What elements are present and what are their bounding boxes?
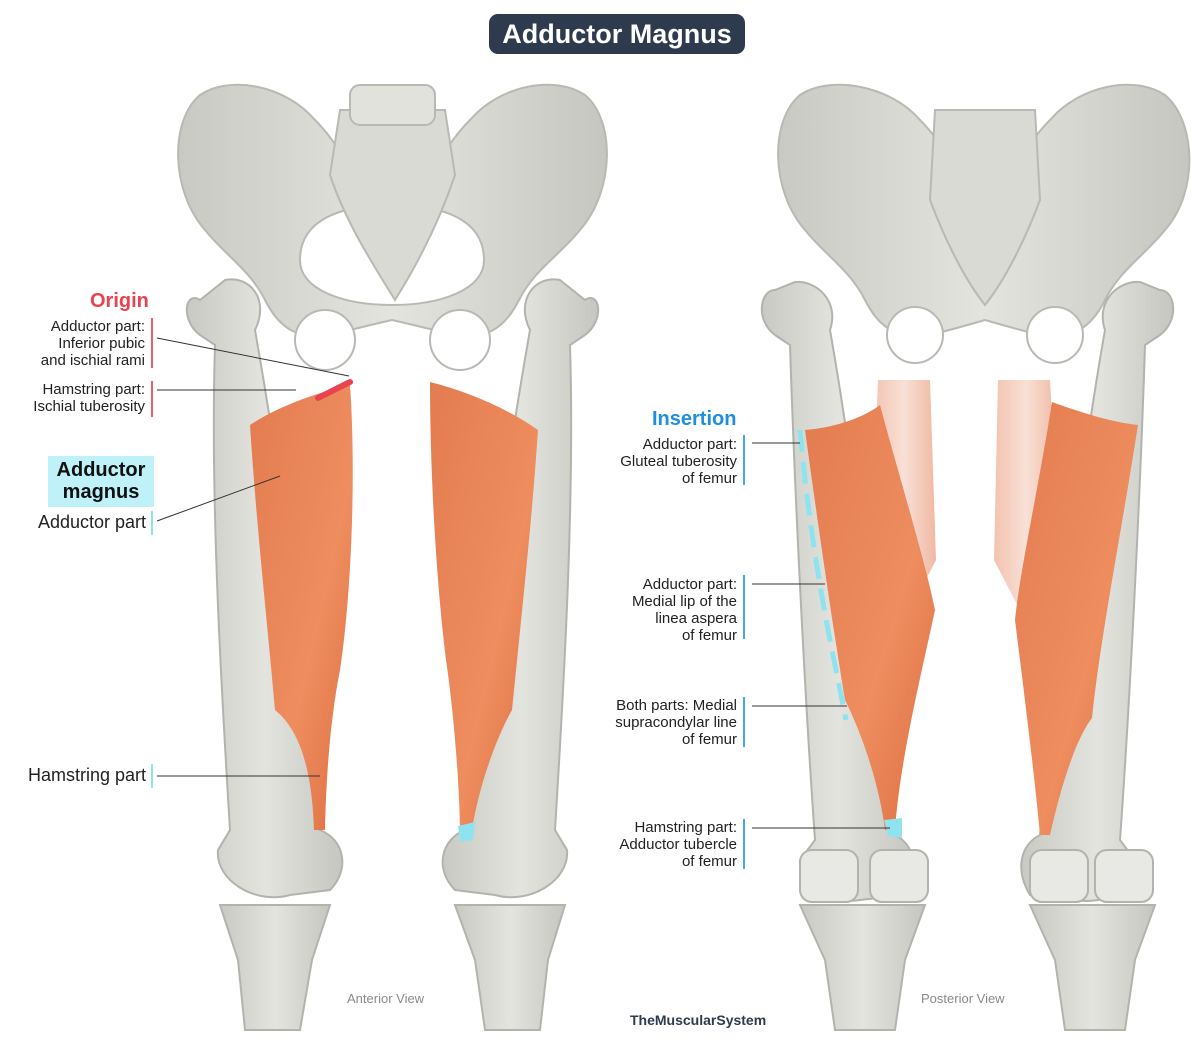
insertion-item-3: Both parts: Medial supracondylar line of… (615, 697, 737, 748)
brand-logo: TheMuscularSystem (630, 1012, 767, 1028)
insertion-item-2: Adductor part: Medial lip of the linea a… (631, 576, 737, 644)
insertion-bar-2 (743, 575, 745, 639)
hamstring-part-bar (151, 764, 153, 788)
origin-heading: Origin (90, 290, 149, 312)
obturator-foramen-left (294, 309, 356, 371)
insertion-heading: Insertion (652, 408, 737, 430)
origin-adductor-part-label: Adductor part: Inferior pubic and ischia… (40, 318, 145, 369)
muscle-name-text: Adductor magnus (56, 459, 146, 503)
condyle-posterior-4 (1094, 849, 1154, 903)
page-title: Adductor Magnus (489, 14, 745, 54)
lumbar-vertebra (349, 84, 436, 126)
insertion-bar-3 (743, 697, 745, 747)
insertion-line-linea-aspera (797, 429, 849, 721)
condyle-posterior-2 (869, 849, 929, 903)
adductor-magnus-posterior-right (1015, 402, 1138, 835)
insertion-bar-1 (743, 435, 745, 485)
muscle-name-label: Adductor magnus (48, 456, 154, 507)
condyle-posterior-1 (799, 849, 859, 903)
tibia-posterior-left (798, 904, 927, 1031)
posterior-view-caption: Posterior View (921, 991, 1005, 1006)
obturator-foramen-right (429, 309, 491, 371)
adductor-part-bar (151, 511, 153, 535)
tibia-anterior-right (453, 904, 567, 1031)
obturator-foramen-post-left (886, 306, 944, 364)
insertion-item-1: Adductor part: Gluteal tuberosity of fem… (620, 436, 737, 487)
posterior-view-illustration (760, 83, 1191, 1031)
insertion-bar-4 (743, 819, 745, 869)
adductor-magnus-posterior-left (805, 405, 935, 830)
sacrum-anterior (328, 109, 457, 302)
origin-adductor-bar (151, 318, 153, 368)
insertion-item-4: Hamstring part: Adductor tubercle of fem… (619, 819, 737, 870)
adductor-magnus-anterior-left (250, 385, 353, 830)
hamstring-part-label: Hamstring part (27, 765, 146, 785)
tibia-posterior-right (1028, 904, 1157, 1031)
insertion-marker-posterior (884, 818, 902, 838)
origin-hamstring-bar (151, 381, 153, 417)
origin-hamstring-part-label: Hamstring part: Ischial tuberosity (33, 381, 145, 415)
insertion-marker-anterior (458, 822, 475, 842)
tibia-anterior-left (218, 904, 332, 1031)
adductor-magnus-anterior-right (430, 382, 538, 830)
anterior-view-illustration (177, 83, 608, 1031)
anterior-view-caption: Anterior View (347, 991, 425, 1006)
adductor-part-label: Adductor part (37, 512, 146, 532)
condyle-posterior-3 (1029, 849, 1089, 903)
origin-marker (315, 379, 353, 401)
leader-lines (156, 337, 890, 829)
obturator-foramen-post-right (1026, 306, 1084, 364)
sacrum-posterior (928, 109, 1042, 307)
